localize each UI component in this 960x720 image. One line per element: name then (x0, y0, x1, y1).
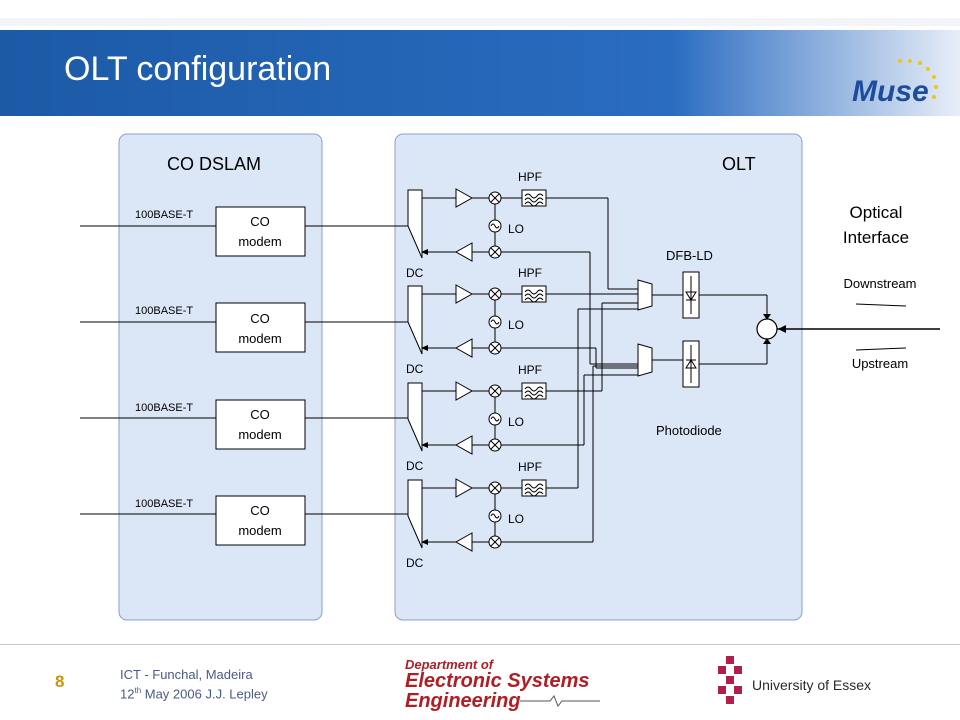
hpf-label: HPF (518, 363, 542, 377)
dept-line2: Electronic Systems (405, 670, 590, 692)
downstream-label: Downstream (844, 276, 917, 291)
oscillator-icon (488, 509, 502, 523)
co-modem-line1: CO (250, 311, 270, 326)
dc-label: DC (406, 266, 424, 280)
mixer-icon (488, 287, 502, 301)
optical-interface-line2: Interface (843, 228, 909, 247)
mixer-icon (488, 245, 502, 259)
oscillator-icon (488, 219, 502, 233)
department-logo: Department of Electronic Systems Enginee… (405, 658, 590, 711)
dept-line1: Department of (405, 657, 494, 672)
dc-coupler (407, 285, 423, 355)
rf-chain-3: HPF LO DC (406, 302, 638, 473)
hpf-icon (521, 189, 547, 207)
upstream-splitter (637, 343, 653, 377)
interface-label: 100BASE-T (135, 305, 193, 317)
downstream-arrow (855, 303, 907, 307)
downstream-combiner (637, 279, 653, 311)
muse-logo: Muse (852, 59, 938, 108)
photodiode-label: Photodiode (656, 423, 722, 438)
co-modem-box (215, 495, 306, 546)
slide-title: OLT configuration (64, 50, 332, 88)
hpf-label: HPF (518, 460, 542, 474)
rf-chain-4: HPF LO DC (406, 308, 638, 570)
co-modem-line2: modem (238, 331, 281, 346)
interface-label: 100BASE-T (135, 209, 193, 221)
optical-interface-line1: Optical (850, 203, 903, 222)
mixer-icon (488, 341, 502, 355)
lo-label: LO (508, 222, 524, 236)
university-name: University of Essex (752, 677, 872, 693)
co-modem-line2: modem (238, 523, 281, 538)
dc-label: DC (406, 556, 424, 570)
modem-row-3: 100BASE-T CO modem (80, 399, 410, 450)
eu-stars-icon (898, 59, 938, 99)
footer-divider (0, 644, 960, 645)
hpf-label: HPF (518, 170, 542, 184)
mixer-icon (488, 384, 502, 398)
interface-label: 100BASE-T (135, 402, 193, 414)
dc-coupler (407, 189, 423, 259)
rf-chain-1: HPF LO DC (406, 170, 638, 365)
hpf-icon (521, 479, 547, 497)
co-modem-line2: modem (238, 427, 281, 442)
mixer-icon (488, 535, 502, 549)
laser-diode-icon (685, 276, 697, 314)
footer-day-suffix: th (134, 686, 142, 695)
oscillator-icon (488, 315, 502, 329)
footer-date-author: 12th May 2006 J.J. Lepley (120, 686, 268, 701)
co-modem-line1: CO (250, 407, 270, 422)
footer-day: 12 (120, 686, 135, 702)
dc-label: DC (406, 362, 424, 376)
footer-event: ICT - Funchal, Madeira (120, 667, 253, 682)
rf-chain-2: HPF LO DC (406, 266, 638, 376)
co-modem-line2: modem (238, 234, 281, 249)
lo-label: LO (508, 415, 524, 429)
page-number: 8 (55, 672, 65, 691)
co-modem-box (215, 399, 306, 450)
mixer-icon (488, 481, 502, 495)
modem-row-4: 100BASE-T CO modem (80, 495, 410, 546)
mixer-icon (488, 438, 502, 452)
lo-label: LO (508, 318, 524, 332)
olt-diagram: CO DSLAM OLT 100BASE-T CO modem 100BASE-… (80, 133, 940, 621)
modem-row-1: 100BASE-T CO modem (80, 206, 410, 257)
co-modem-box (215, 206, 306, 257)
dc-coupler (407, 382, 423, 452)
hpf-label: HPF (518, 266, 542, 280)
oscillator-icon (488, 412, 502, 426)
olt-label: OLT (722, 154, 756, 174)
co-modem-box (215, 302, 306, 353)
co-modem-line1: CO (250, 214, 270, 229)
dept-line3: Engineering (405, 690, 521, 712)
dept-waveform-icon (520, 695, 600, 707)
logo-text: Muse (852, 75, 929, 108)
mixer-icon (488, 191, 502, 205)
photodiode-icon (685, 345, 697, 383)
co-dslam-label: CO DSLAM (167, 154, 261, 174)
upstream-label: Upstream (852, 356, 908, 371)
modem-row-2: 100BASE-T CO modem (80, 302, 410, 353)
circulator-icon (756, 318, 778, 340)
header-banner (0, 0, 960, 116)
interface-label: 100BASE-T (135, 498, 193, 510)
footer-rest: May 2006 J.J. Lepley (141, 686, 268, 702)
hpf-icon (521, 382, 547, 400)
dc-label: DC (406, 459, 424, 473)
dfb-ld-label: DFB-LD (666, 248, 713, 263)
upstream-arrow (855, 347, 907, 351)
lo-label: LO (508, 512, 524, 526)
hpf-icon (521, 285, 547, 303)
dc-coupler (407, 479, 423, 549)
essex-crest-icon (718, 656, 742, 704)
co-modem-line1: CO (250, 503, 270, 518)
